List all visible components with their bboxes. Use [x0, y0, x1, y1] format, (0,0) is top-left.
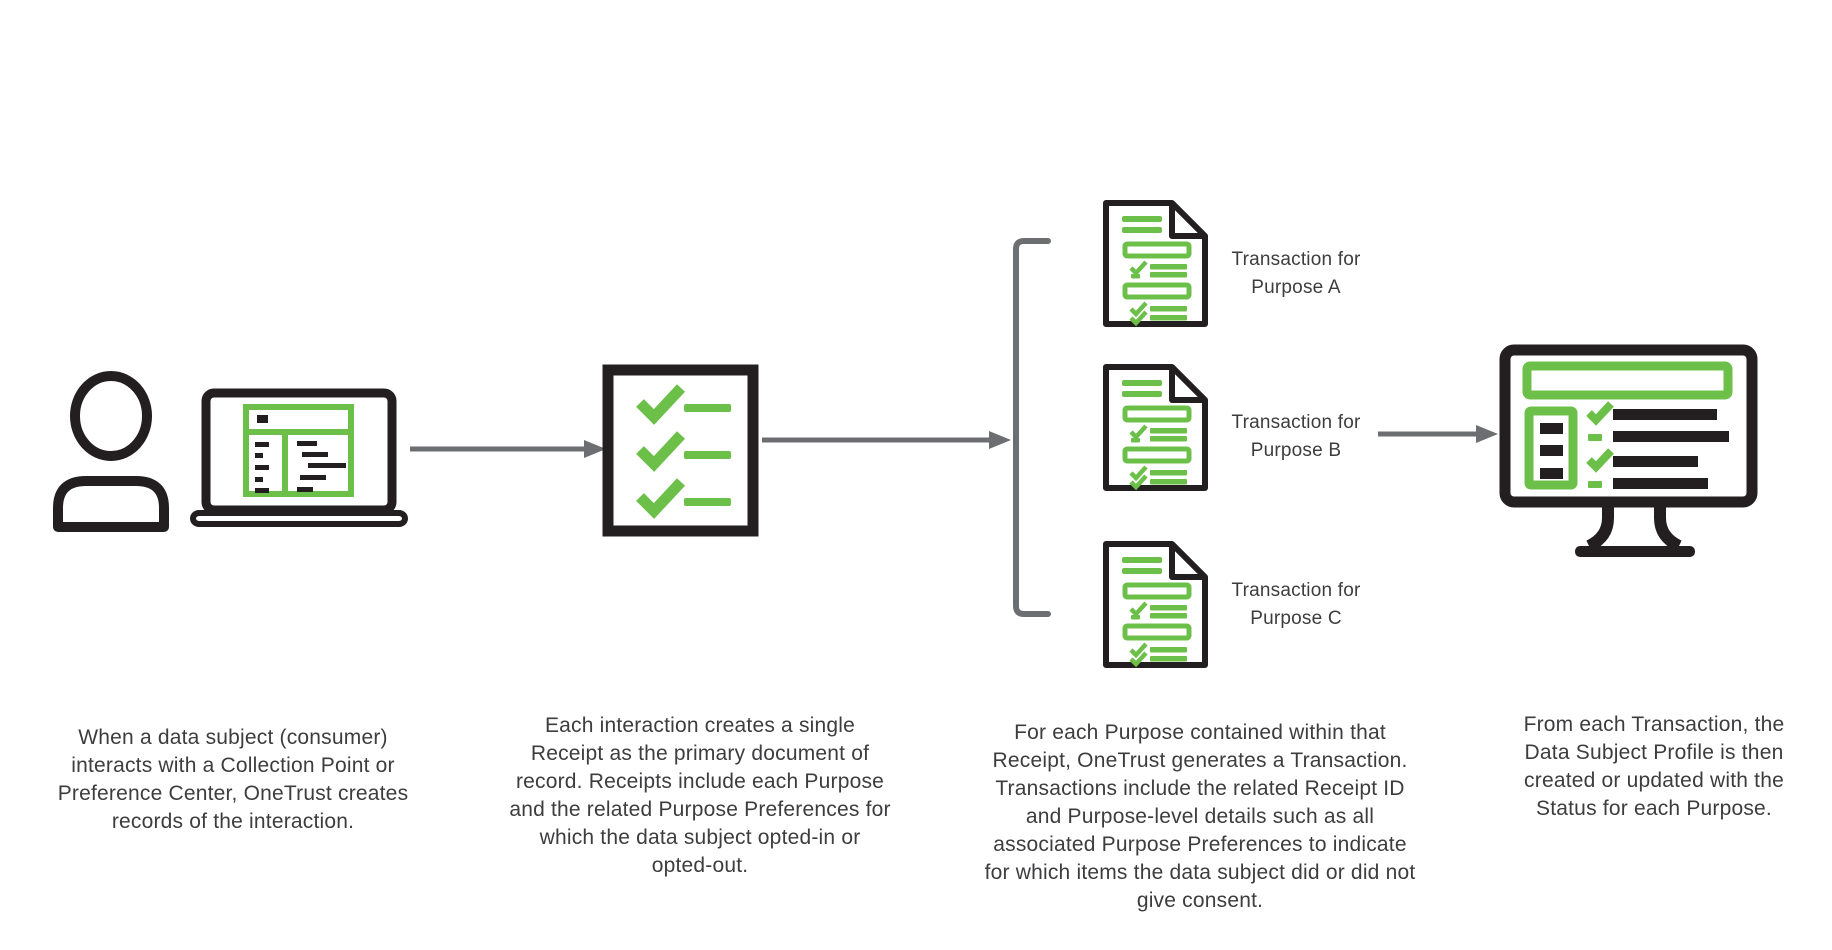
caption-line: associated Purpose Preferences to indica…	[993, 833, 1407, 856]
data-subject-profile-monitor-icon	[1499, 344, 1758, 557]
caption-line: created or updated with the	[1524, 769, 1784, 792]
caption-line: and the related Purpose Preferences for	[509, 798, 891, 821]
transaction-label-line: Purpose B	[1250, 440, 1342, 461]
transaction-label-line: Transaction for	[1231, 412, 1361, 433]
transaction-label-line: Transaction for	[1231, 249, 1361, 270]
transaction-label-c: Transaction for Purpose C	[1201, 577, 1391, 633]
flow-arrow-receipt-to-transactions	[762, 431, 1011, 449]
data-subject-person-icon	[53, 371, 169, 532]
step-caption-interaction: When a data subject (consumer) interacts…	[33, 724, 433, 836]
caption-line: Receipt, OneTrust generates a Transactio…	[992, 749, 1408, 772]
transaction-label-line: Transaction for	[1231, 580, 1361, 601]
transaction-label-a: Transaction for Purpose A	[1201, 246, 1391, 302]
caption-line: record. Receipts include each Purpose	[515, 770, 885, 793]
transaction-label-line: Purpose A	[1251, 277, 1341, 298]
caption-line: For each Purpose contained within that	[1014, 721, 1386, 744]
transaction-label-b: Transaction for Purpose B	[1201, 409, 1391, 465]
caption-line: opted-out.	[651, 854, 749, 877]
caption-line: From each Transaction, the	[1523, 713, 1785, 736]
caption-line: for which items the data subject did or …	[984, 861, 1416, 884]
caption-line: Status for each Purpose.	[1536, 797, 1772, 820]
receipt-checklist-icon	[602, 364, 759, 537]
step-caption-transactions: For each Purpose contained within that R…	[975, 719, 1425, 915]
step-caption-profile: From each Transaction, the Data Subject …	[1484, 711, 1824, 823]
caption-line: give consent.	[1136, 889, 1264, 912]
flow-arrow-transaction-to-profile	[1378, 425, 1498, 443]
caption-line: and Purpose-level details such as all	[1025, 805, 1375, 828]
caption-line: Data Subject Profile is then	[1524, 741, 1784, 764]
flow-arrow-laptop-to-receipt	[410, 440, 606, 458]
transaction-document-a-icon	[1106, 203, 1205, 324]
caption-line: When a data subject (consumer)	[78, 726, 388, 749]
transaction-label-line: Purpose C	[1250, 608, 1342, 629]
transaction-document-c-icon	[1106, 544, 1205, 665]
caption-line: Each interaction creates a single	[544, 714, 856, 737]
caption-line: Preference Center, OneTrust creates	[57, 782, 409, 805]
caption-line: interacts with a Collection Point or	[71, 754, 395, 777]
caption-line: records of the interaction.	[111, 810, 355, 833]
caption-line: which the data subject opted-in or	[539, 826, 861, 849]
transaction-document-b-icon	[1106, 367, 1205, 488]
caption-line: Receipt as the primary document of	[530, 742, 870, 765]
fan-out-bracket-connector	[1013, 238, 1051, 617]
step-caption-receipt: Each interaction creates a single Receip…	[490, 712, 910, 880]
collection-point-laptop-icon	[190, 388, 408, 527]
caption-line: Transactions include the related Receipt…	[995, 777, 1405, 800]
